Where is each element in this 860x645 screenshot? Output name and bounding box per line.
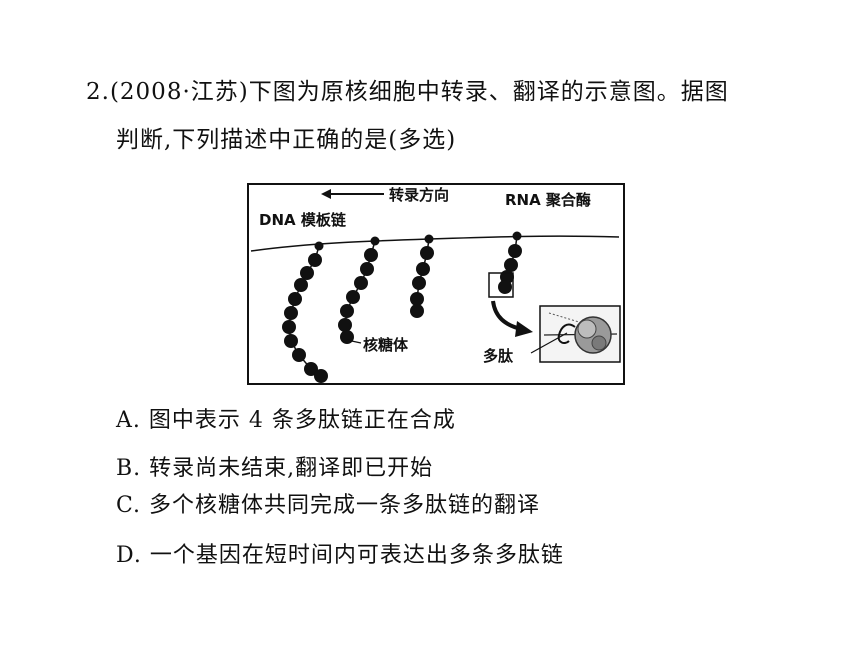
label-dna-template: DNA 模板链 <box>259 211 347 229</box>
ribosome-dot <box>284 306 298 320</box>
ribosome-dot <box>338 318 352 332</box>
ribosome-dot <box>498 280 512 294</box>
rna-polymerase-dot <box>314 241 324 251</box>
direction-arrow-icon <box>321 189 384 199</box>
question-stem-line-2: 判断,下列描述中正确的是(多选) <box>116 127 457 153</box>
ribosome-dot <box>360 262 374 276</box>
label-ribosome: 核糖体 <box>363 336 409 354</box>
option-c: C. 多个核糖体共同完成一条多肽链的翻译 <box>116 493 541 518</box>
ribosome-dot <box>294 278 308 292</box>
rna-polymerase-dot <box>512 231 522 241</box>
mrna-strands <box>282 231 522 383</box>
ribosome-dot <box>420 246 434 260</box>
figure-svg: 转录方向 DNA 模板链 RNA 聚合酶 核糖体 多肽 <box>250 186 621 383</box>
ribosome-dot <box>284 334 298 348</box>
dna-template-strand <box>250 235 620 252</box>
ribosome-dot <box>308 253 322 267</box>
ribosome-dot <box>410 304 424 318</box>
label-rna-polymerase: RNA 聚合酶 <box>505 191 591 209</box>
ribosome-dot <box>410 292 424 306</box>
ribosome-inset <box>539 305 621 363</box>
ribosome-dot <box>340 304 354 318</box>
ribosome-dot <box>340 330 354 344</box>
ribosome-dot <box>282 320 296 334</box>
question-stem-line-1: 2.(2008·江苏)下图为原核细胞中转录、翻译的示意图。据图 <box>86 79 729 105</box>
ribosome-dot <box>314 369 328 383</box>
ribosome-dot <box>354 276 368 290</box>
ribosome-dot <box>292 348 306 362</box>
peptide-leader-line <box>530 332 568 354</box>
ribosome-dot <box>300 266 314 280</box>
ribosome-dot <box>416 262 430 276</box>
highlight-box <box>488 272 514 298</box>
option-d: D. 一个基因在短时间内可表达出多条多肽链 <box>116 543 564 568</box>
transcription-translation-figure: 转录方向 DNA 模板链 RNA 聚合酶 核糖体 多肽 <box>247 183 625 385</box>
ribosome-dot <box>304 362 318 376</box>
label-transcription-direction: 转录方向 <box>389 186 449 204</box>
ribosome-dot <box>508 244 522 258</box>
option-a: A. 图中表示 4 条多肽链正在合成 <box>116 408 456 433</box>
ribosome-dot <box>364 248 378 262</box>
option-b: B. 转录尚未结束,翻译即已开始 <box>116 456 434 481</box>
label-polypeptide: 多肽 <box>483 347 514 365</box>
ribosome-dot <box>504 258 518 272</box>
ribosome-dot <box>346 290 360 304</box>
ribosome-dot <box>412 276 426 290</box>
rna-polymerase-dot <box>424 234 434 244</box>
ribosome-dot <box>288 292 302 306</box>
rna-polymerase-dot <box>370 236 380 246</box>
ribosome-leader-line <box>346 339 362 344</box>
curved-arrow-icon <box>491 300 533 337</box>
